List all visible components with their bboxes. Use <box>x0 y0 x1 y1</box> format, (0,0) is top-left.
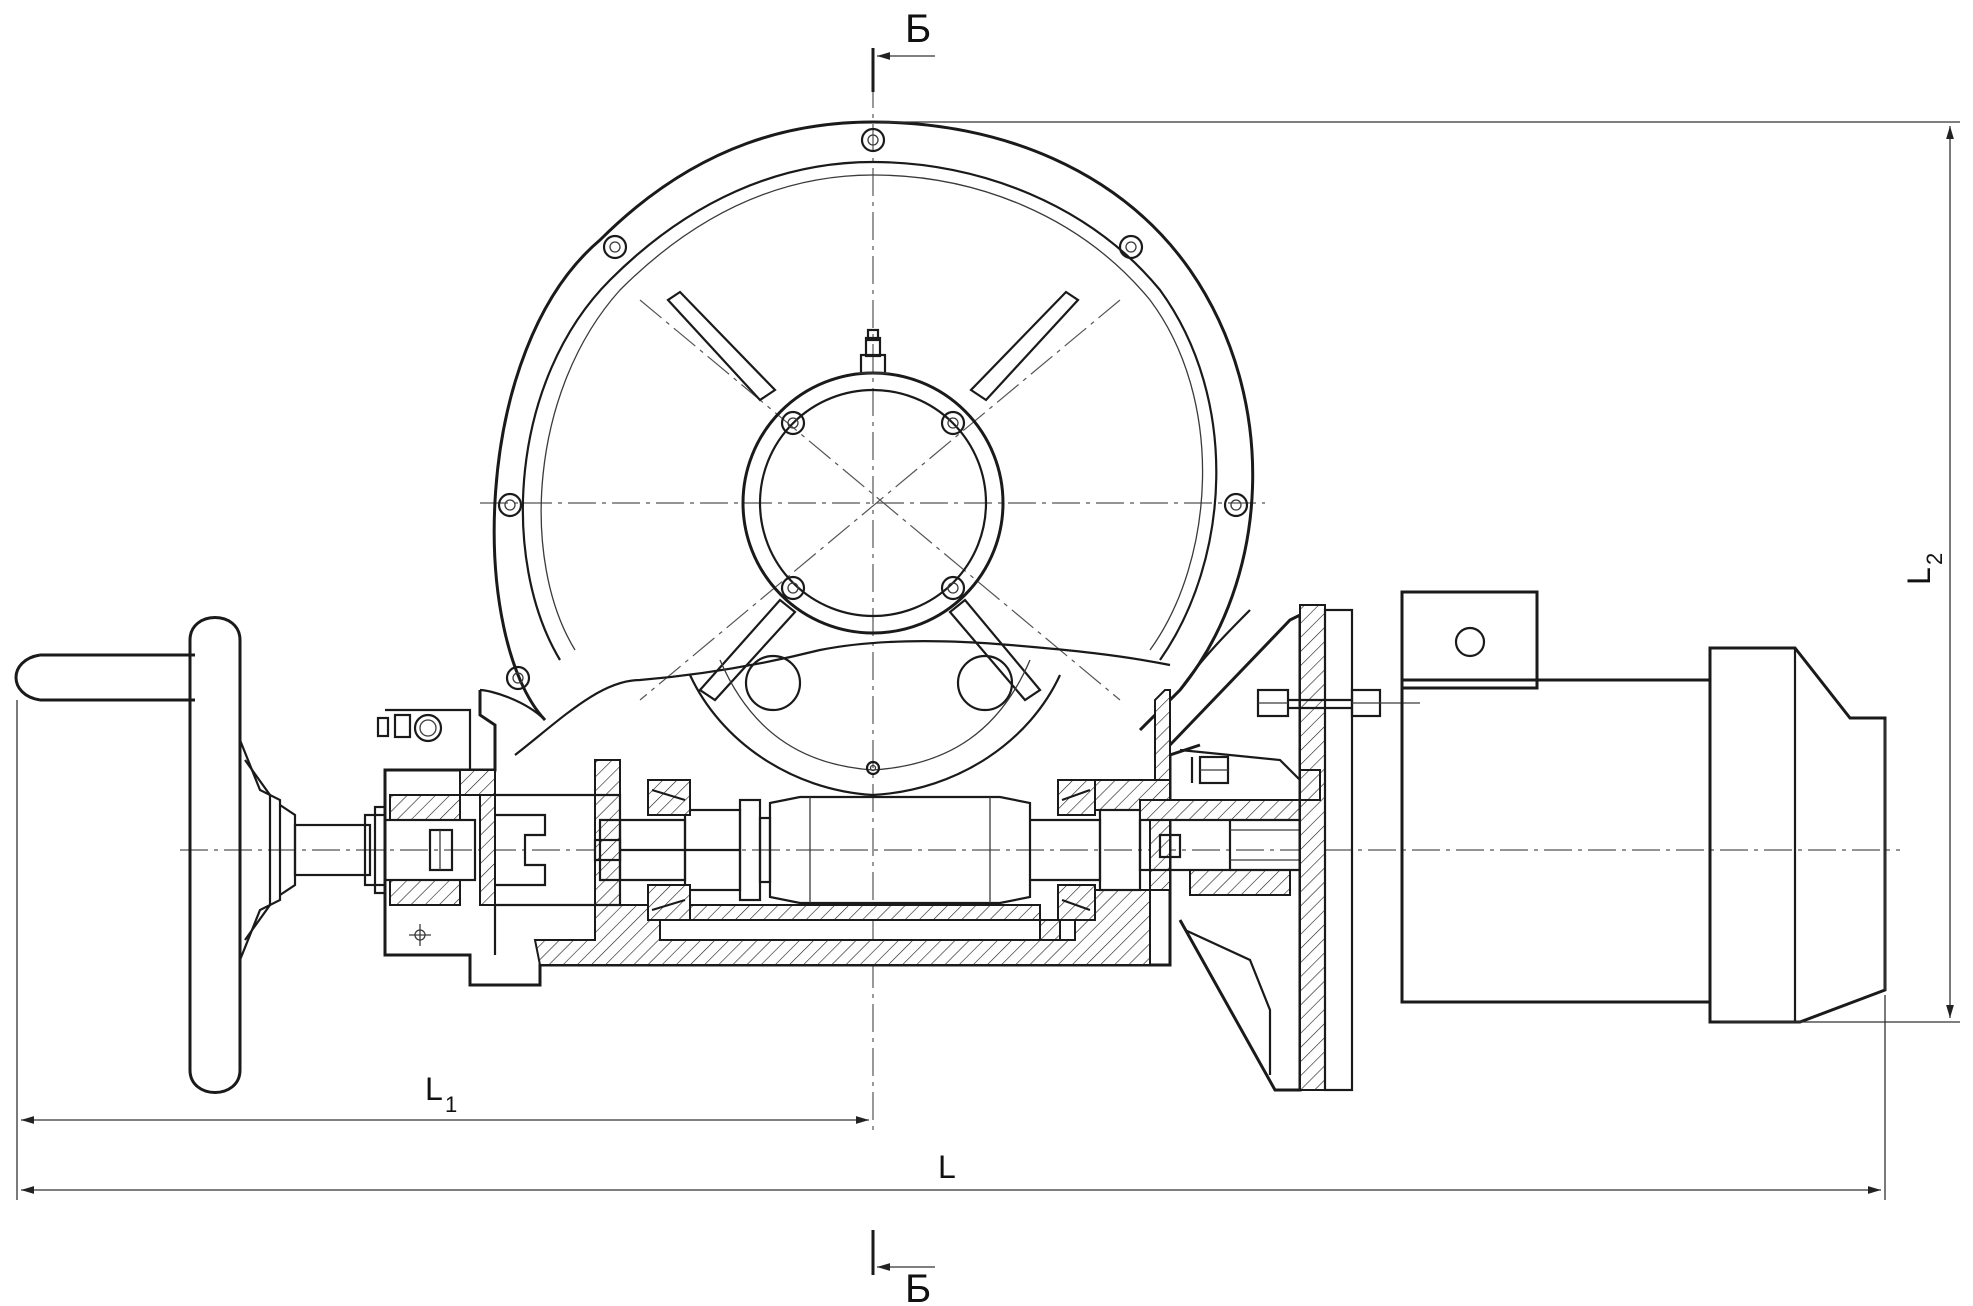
bearing-right <box>1057 779 1096 921</box>
center-lines <box>180 80 1900 1130</box>
dimension-L: L <box>21 995 1886 1200</box>
breakout-line <box>514 639 1171 756</box>
left-cover <box>376 708 547 955</box>
flange-bolt-upper <box>1256 688 1420 718</box>
ribs <box>666 290 1080 702</box>
hub-bolts <box>780 410 966 601</box>
hub-inner <box>758 388 988 618</box>
flange-bolt-lower <box>1190 755 1230 785</box>
bearing-left <box>647 779 691 921</box>
dim-L1-subscript: 1 <box>445 1092 457 1117</box>
electric-motor <box>1400 590 1887 1024</box>
rim-bolts <box>497 127 1249 691</box>
worm-wheel <box>689 654 1061 797</box>
dim-L2-letter: L <box>1901 567 1937 585</box>
section-marker-bottom: Б <box>871 1230 935 1306</box>
motor-adapter <box>1168 604 1420 1092</box>
dim-L-letter: L <box>938 1149 956 1185</box>
dimension-L1: L 1 <box>16 700 869 1200</box>
dim-L2-subscript: 2 <box>1922 553 1947 565</box>
handwheel <box>14 616 387 1094</box>
section-label-bottom: Б <box>905 1267 931 1306</box>
grease-fitting <box>858 328 888 375</box>
gearbox-body <box>383 689 1201 987</box>
dimension-L2: L 2 <box>880 121 1960 1023</box>
section-marker-top: Б <box>871 7 935 92</box>
section-label-top: Б <box>905 7 931 51</box>
wheel-housing <box>479 120 1255 732</box>
dim-L1-letter: L <box>425 1071 443 1107</box>
worm-shaft <box>593 779 1142 921</box>
